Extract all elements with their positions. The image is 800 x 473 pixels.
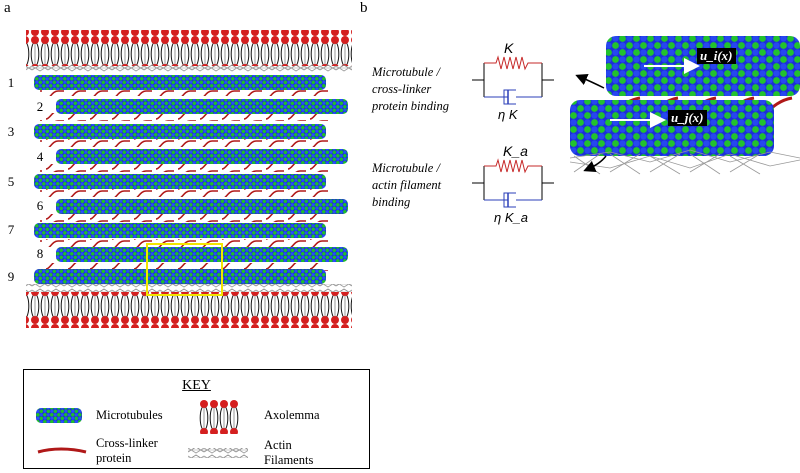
damper-icon — [484, 89, 542, 105]
row-label-9: 9 — [7, 269, 15, 284]
microtubule-8 — [56, 247, 348, 262]
key-box: KEY Microtubules Cross-linker protein Ax… — [23, 369, 370, 469]
panel-a-diagram — [26, 30, 352, 328]
kelvin-voigt-models — [472, 55, 554, 208]
microtubule-lower — [570, 100, 774, 156]
key-actin-label: Actin Filaments — [264, 438, 314, 467]
microtubule-2 — [56, 99, 348, 114]
row-label-6: 6 — [36, 198, 44, 213]
damper-label-ka: η K_a — [494, 210, 528, 225]
row-label-3: 3 — [7, 124, 15, 139]
microtubule-3 — [34, 124, 326, 139]
key-axolemma-label: Axolemma — [264, 408, 320, 422]
microtubule-7 — [34, 223, 326, 238]
displacement-label-uj: u_j(x) — [668, 110, 707, 126]
row-label-7: 7 — [7, 222, 15, 237]
spring-constant-ka: K_a — [503, 143, 528, 159]
actin-binding-text: Microtubule / actin filament binding — [372, 161, 442, 209]
arrow-icon — [575, 74, 605, 89]
spring-icon — [484, 55, 542, 71]
row-label-5: 5 — [7, 174, 15, 189]
panel-b-label: b — [360, 0, 368, 16]
actin-key-icon — [188, 448, 248, 458]
microtubule-9 — [34, 269, 326, 284]
microtubule-key-icon — [36, 408, 82, 423]
key-crosslinker-label: Cross-linker protein — [96, 436, 158, 465]
actin-filaments-top — [26, 64, 352, 72]
axolemma-key-icon — [199, 400, 239, 434]
microtubule-upper — [606, 36, 800, 96]
crosslinker-binding-text: Microtubule / cross-linker protein bindi… — [372, 65, 449, 113]
microtubule-5 — [34, 174, 326, 189]
key-microtubules-label: Microtubules — [96, 408, 163, 422]
axolemma-bottom — [26, 292, 352, 328]
damper-label-k: η K — [498, 107, 518, 122]
actin-filaments-bottom — [26, 284, 352, 292]
panel-a-label: a — [4, 0, 11, 16]
row-label-8: 8 — [36, 246, 44, 261]
row-label-1: 1 — [7, 75, 15, 90]
row-label-4: 4 — [36, 149, 44, 164]
actin-model — [472, 158, 554, 208]
spring-constant-k: K — [504, 40, 514, 56]
microtubule-4 — [56, 149, 348, 164]
crosslinker-model — [472, 55, 554, 105]
highlight-box — [146, 243, 223, 296]
row-label-2: 2 — [36, 99, 44, 114]
microtubule-6 — [56, 199, 348, 214]
displacement-label-ui: u_i(x) — [697, 48, 736, 64]
microtubules — [34, 75, 348, 284]
axolemma-top — [26, 30, 352, 66]
arrow-icon — [583, 155, 607, 172]
crosslinker-key-icon — [37, 447, 87, 454]
key-title: KEY — [182, 378, 211, 393]
zoomed-microtubules — [570, 36, 800, 175]
microtubule-1 — [34, 75, 326, 90]
